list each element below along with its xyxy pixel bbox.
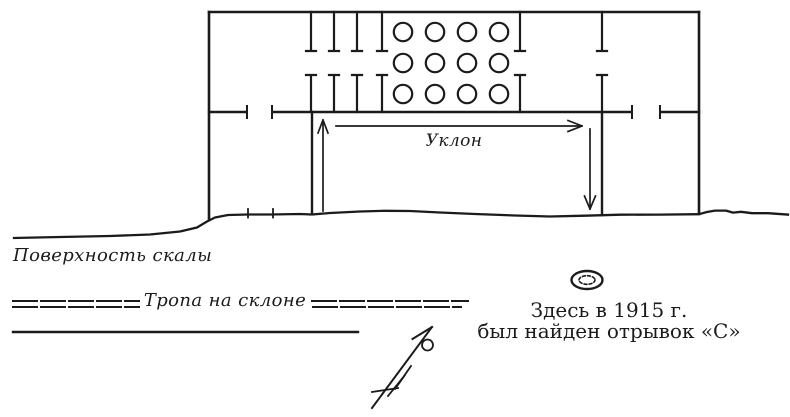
wall-hatches-upper-row xyxy=(304,10,609,53)
column-circle xyxy=(392,83,414,105)
path-on-slope-label: Тропа на склоне xyxy=(143,290,307,311)
slope-label: Уклон xyxy=(425,131,483,151)
slope-down-arrow xyxy=(583,128,597,211)
column-circle xyxy=(456,83,478,105)
door-jamb-ticks xyxy=(246,105,661,119)
find-note: Здесь в 1915 г. был найден отрывок «С» xyxy=(458,300,760,342)
wall-hatches-lower-row xyxy=(304,73,609,114)
building-outline xyxy=(207,10,701,222)
interior-walls xyxy=(310,110,604,217)
rock-surface-line xyxy=(12,208,790,240)
column-circle xyxy=(488,21,510,43)
middle-wall xyxy=(207,105,701,119)
column-circle xyxy=(424,83,446,105)
column-circle xyxy=(424,52,446,74)
column-circles xyxy=(392,21,510,105)
column-circle xyxy=(424,21,446,43)
path-double-lines xyxy=(12,300,469,308)
find-spot-marker-icon xyxy=(570,269,604,291)
column-circle xyxy=(488,83,510,105)
north-arrow-icon xyxy=(370,325,434,410)
column-circle xyxy=(488,52,510,74)
rock-surface-label: Поверхность скалы xyxy=(13,245,213,266)
find-note-line1: Здесь в 1915 г. xyxy=(530,298,688,322)
column-circle xyxy=(392,21,414,43)
slope-right-arrow xyxy=(335,119,584,133)
column-circle xyxy=(456,52,478,74)
column-circle xyxy=(392,52,414,74)
slope-up-arrow xyxy=(316,118,330,212)
lower-door-ticks xyxy=(247,208,274,219)
column-circle xyxy=(456,21,478,43)
find-note-line2: был найден отрывок «С» xyxy=(477,319,741,343)
